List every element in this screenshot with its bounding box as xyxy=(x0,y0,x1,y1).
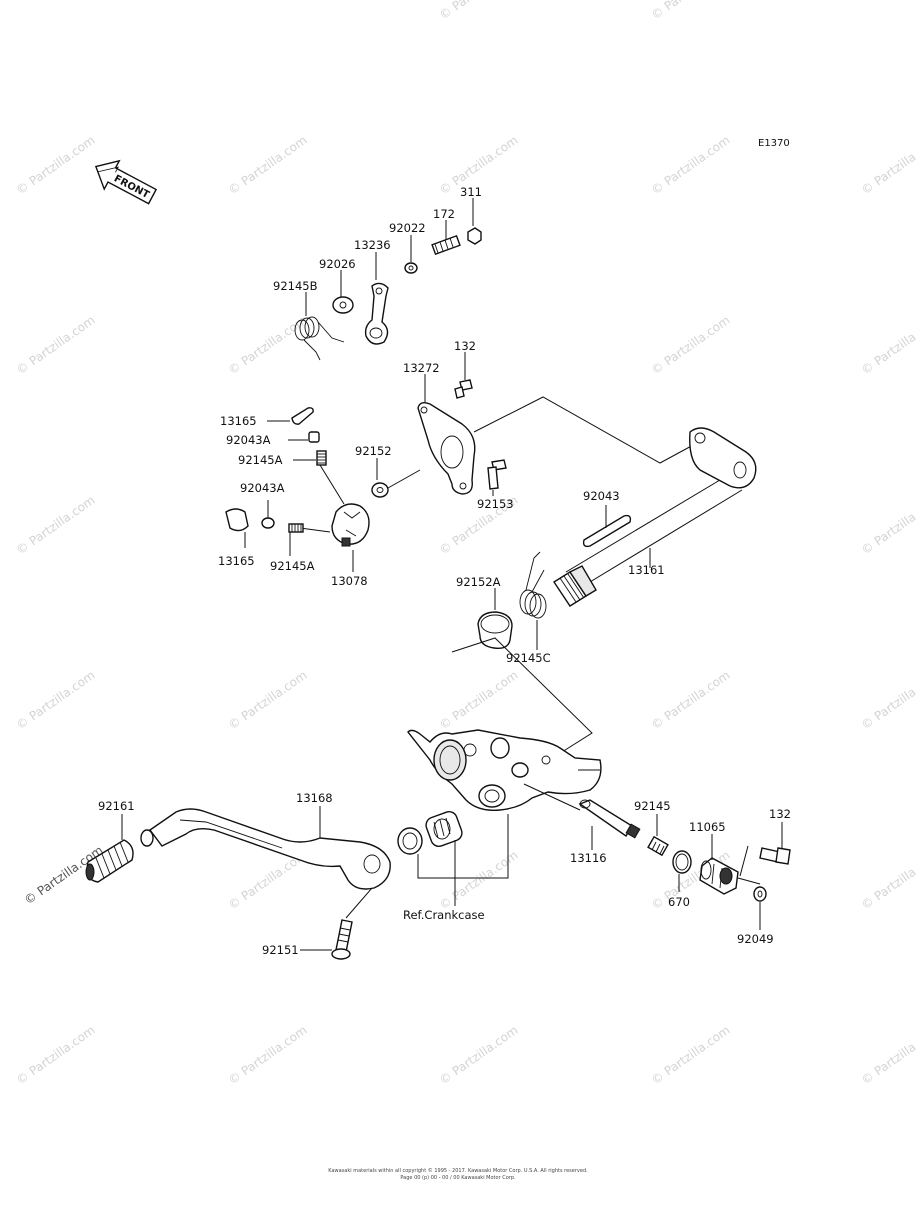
watermark: © Partzilla.com xyxy=(14,493,98,558)
crankcase-ref xyxy=(407,729,602,811)
label-92145: 92145 xyxy=(634,799,671,813)
label-11065: 11065 xyxy=(689,820,726,834)
collar-92152A xyxy=(477,588,513,650)
label-92145C: 92145C xyxy=(506,651,551,665)
front-arrow-icon: FRONT xyxy=(94,159,158,205)
label-92145A-top: 92145A xyxy=(238,453,283,467)
bolt-92153 xyxy=(487,459,507,496)
label-13236: 13236 xyxy=(354,238,391,252)
watermark: © Partzilla.com xyxy=(226,1023,310,1088)
boot-11065 xyxy=(699,834,761,895)
pin-13165-bottom xyxy=(225,508,249,532)
label-13165-top: 13165 xyxy=(220,414,257,428)
label-ref-crankcase: Ref.Crankcase xyxy=(403,908,485,922)
label-92043: 92043 xyxy=(583,489,620,503)
pin-13165-top xyxy=(291,407,314,425)
spring-92145A-bottom xyxy=(288,523,304,533)
pin-92043A-top xyxy=(308,431,320,443)
watermark: © Partzilla.com xyxy=(437,668,521,733)
watermark: © Partzilla.com xyxy=(859,848,917,913)
label-92153: 92153 xyxy=(477,497,514,511)
label-92043A-top: 92043A xyxy=(226,433,271,447)
watermark: © Partzilla.com xyxy=(649,0,733,22)
cam-13078 xyxy=(331,503,370,547)
spring-92145C xyxy=(519,551,547,650)
label-92049: 92049 xyxy=(737,932,774,946)
diagram-code: E1370 xyxy=(758,138,790,149)
label-311: 311 xyxy=(460,185,482,199)
label-92152A: 92152A xyxy=(456,575,501,589)
watermark: © Partzilla.com xyxy=(649,668,733,733)
washer-92049 xyxy=(753,886,767,930)
oring-670 xyxy=(672,850,692,892)
label-13116: 13116 xyxy=(570,851,607,865)
pin-92043 xyxy=(582,505,632,548)
leaders-detent xyxy=(244,420,378,572)
label-172: 172 xyxy=(433,207,455,221)
shift-pedal-13168 xyxy=(140,806,391,890)
label-92151: 92151 xyxy=(262,943,299,957)
label-92043A-bottom: 92043A xyxy=(240,481,285,495)
watermark: © Partzilla.com xyxy=(649,133,733,198)
label-13272: 13272 xyxy=(403,361,440,375)
label-92152: 92152 xyxy=(355,444,392,458)
label-92022: 92022 xyxy=(389,221,426,235)
watermark: © Partzilla.com xyxy=(859,133,917,198)
plate-13272 xyxy=(417,374,476,495)
bolt-132-top xyxy=(454,352,473,399)
bolt-132-bottom xyxy=(759,822,791,865)
label-132-top: 132 xyxy=(454,339,476,353)
label-92026: 92026 xyxy=(319,257,356,271)
bolt-92151 xyxy=(300,887,373,960)
rubber-92161 xyxy=(85,814,134,883)
washer-92022 xyxy=(404,262,418,274)
spring-92145 xyxy=(647,814,669,857)
watermark: © Partzilla.com xyxy=(226,133,310,198)
watermark: © Partzilla.com xyxy=(859,313,917,378)
washer-92026 xyxy=(332,296,354,314)
label-92161: 92161 xyxy=(98,799,135,813)
watermark: © Partzilla.com xyxy=(14,133,98,198)
shift-arm-13236 xyxy=(364,282,389,345)
part-labels: 311 172 92022 13236 92026 92145B 132 132… xyxy=(98,185,791,957)
watermark: © Partzilla.com xyxy=(859,668,917,733)
leader-collar-crankcase xyxy=(451,637,593,753)
footer-copyright: Kawasaki materials within all copyright … xyxy=(328,1167,588,1174)
pin-92043A-bottom xyxy=(261,517,275,529)
spring-92145A-top xyxy=(316,450,327,466)
label-13165-bottom: 13165 xyxy=(218,554,255,568)
watermark: © Partzilla.com xyxy=(14,313,98,378)
label-13168: 13168 xyxy=(296,791,333,805)
shaft-13116 xyxy=(523,783,641,850)
seal-and-bearing xyxy=(397,810,463,855)
watermark: © Partzilla.com xyxy=(437,0,521,22)
watermark: © Partzilla.com xyxy=(14,1023,98,1088)
leaders-top xyxy=(305,198,474,316)
label-13078: 13078 xyxy=(331,574,368,588)
shift-shaft-13161 xyxy=(553,427,757,607)
watermark: © Partzilla.com xyxy=(226,668,310,733)
leader-plate-shaft xyxy=(473,396,709,464)
ref-crankcase-bracket xyxy=(417,814,509,879)
watermark: © Partzilla.com xyxy=(859,1023,917,1088)
label-92145B: 92145B xyxy=(273,279,318,293)
watermark: © Partzilla.com xyxy=(649,313,733,378)
label-92145A-bottom: 92145A xyxy=(270,559,315,573)
watermark: © Partzilla.com xyxy=(14,668,98,733)
nut-311 xyxy=(467,227,482,245)
watermarks: © Partzilla.com © Partzilla.com © Partzi… xyxy=(14,0,917,1087)
label-13161: 13161 xyxy=(628,563,665,577)
footer-page-info: Page 00 (p) 00 - 00 / 00 Kawasaki Motor … xyxy=(400,1175,516,1181)
spring-92145B xyxy=(294,316,345,361)
watermark: © Partzilla.com xyxy=(649,1023,733,1088)
washer-92152 xyxy=(371,469,421,498)
label-132-bottom: 132 xyxy=(769,807,791,821)
watermark: © Partzilla.com xyxy=(437,1023,521,1088)
watermark: © Partzilla.com xyxy=(859,493,917,558)
label-670: 670 xyxy=(668,895,690,909)
stud-172 xyxy=(431,234,461,256)
